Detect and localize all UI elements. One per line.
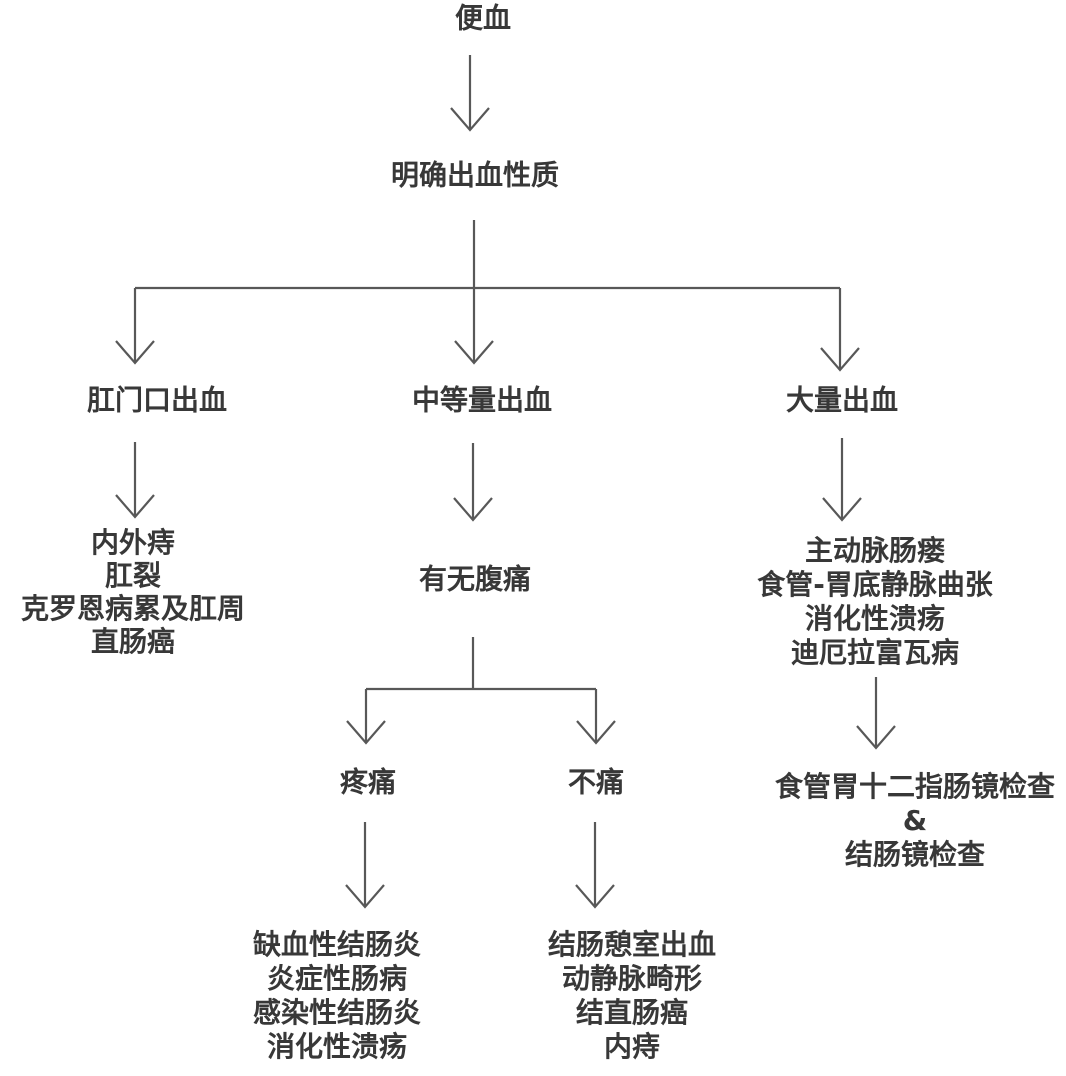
pain-label: 疼痛 xyxy=(339,765,397,799)
list-item: 结肠憩室出血 xyxy=(547,928,717,961)
list-item: 消化性溃疡 xyxy=(266,1030,408,1063)
list-item: 克罗恩病累及肛周 xyxy=(20,592,246,625)
arrow-split-to-massive xyxy=(820,288,860,372)
no-pain-causes-list: 结肠憩室出血 动静脉畸形 结直肠癌 内痔 xyxy=(548,928,716,1064)
list-item: 主动脉肠瘘 xyxy=(804,534,945,567)
branch-moderate-label: 中等量出血 xyxy=(411,383,553,417)
list-item: 食管-胃底静脉曲张 xyxy=(757,568,993,601)
abdominal-pain-question: 有无腹痛 xyxy=(418,562,532,596)
massive-causes-list: 主动脉肠瘘 食管-胃底静脉曲张 消化性溃疡 迪厄拉富瓦病 xyxy=(757,534,993,670)
list-item: 缺血性结肠炎 xyxy=(252,928,422,961)
list-item: & xyxy=(902,804,928,837)
list-item: 感染性结肠炎 xyxy=(252,996,422,1029)
arrow-moderate-to-question xyxy=(453,443,493,522)
arrow-split-to-anal xyxy=(115,288,155,365)
list-item: 消化性溃疡 xyxy=(804,602,945,635)
list-item: 内痔 xyxy=(603,1030,661,1063)
pain-causes-list: 缺血性结肠炎 炎症性肠病 感染性结肠炎 消化性溃疡 xyxy=(253,928,421,1064)
no-pain-label: 不痛 xyxy=(567,765,625,799)
arrow-split-to-pain xyxy=(346,689,386,745)
branch-anal-label: 肛门口出血 xyxy=(86,383,228,417)
root-node: 便血 xyxy=(454,1,512,35)
arrow-root-to-step1 xyxy=(450,55,490,132)
arrow-step1-to-moderate xyxy=(454,220,494,365)
list-item: 结直肠癌 xyxy=(575,996,689,1029)
list-item: 肛裂 xyxy=(104,559,162,592)
list-item: 结肠镜检查 xyxy=(844,838,986,871)
arrow-pain-to-causes xyxy=(345,822,385,909)
list-item: 迪厄拉富瓦病 xyxy=(790,636,959,669)
anal-causes-list: 内外痔 肛裂 克罗恩病累及肛周 直肠癌 xyxy=(21,526,245,658)
arrow-no-pain-to-causes xyxy=(575,822,615,909)
list-item: 食管胃十二指肠镜检查 xyxy=(774,770,1056,803)
massive-workup-list: 食管胃十二指肠镜检查 & 结肠镜检查 xyxy=(775,770,1055,872)
list-item: 炎症性肠病 xyxy=(266,962,408,995)
arrow-massive-causes-to-workup xyxy=(856,677,896,750)
list-item: 动静脉畸形 xyxy=(561,962,703,995)
list-item: 内外痔 xyxy=(90,526,176,559)
step1-node: 明确出血性质 xyxy=(390,158,560,192)
arrow-split-to-no-pain xyxy=(576,689,616,745)
arrow-anal-to-causes xyxy=(115,442,155,519)
list-item: 直肠癌 xyxy=(90,625,176,658)
branch-massive-label: 大量出血 xyxy=(785,383,899,417)
arrow-massive-to-causes xyxy=(822,438,862,522)
